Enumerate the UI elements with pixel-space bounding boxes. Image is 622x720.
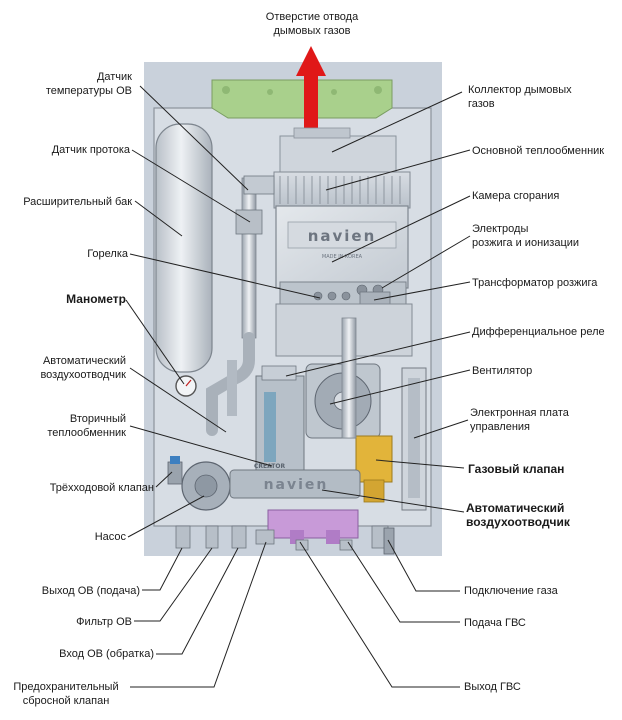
label-heating-in: Вход ОВ (обратка)	[59, 648, 154, 660]
label-differential-relay: Дифференциальное реле	[472, 326, 605, 338]
label-heating-out: Выход ОВ (подача)	[41, 585, 140, 597]
label-pump: Насос	[94, 531, 126, 543]
chamber-logo: navien	[308, 227, 377, 245]
differential-relay	[261, 365, 297, 381]
label-control-board: Электронная плата управления	[470, 407, 569, 433]
flue-arrow-shaft	[304, 74, 318, 136]
label-expansion-tank: Расширительный бак	[23, 196, 132, 208]
label-three-way-valve: Трёхходовой клапан	[49, 482, 154, 494]
pipe-logo: navien	[264, 477, 329, 493]
label-ignition-transformer: Трансформатор розжига	[472, 277, 598, 289]
label-gas-connection: Подключение газа	[464, 585, 558, 597]
mounting-bracket	[211, 79, 393, 119]
temperature-sensor	[243, 175, 275, 195]
label-flow-sensor: Датчик протока	[51, 144, 130, 156]
three-way-valve	[167, 461, 183, 485]
label-flue-outlet: Отверстие отвода дымовых газов	[265, 11, 359, 37]
label-combustion-chamber: Камера сгорания	[472, 190, 560, 202]
flue-arrow-head	[296, 46, 326, 76]
label-flue-collector: Коллектор дымовых газов	[468, 84, 572, 110]
gas-valve	[355, 435, 393, 483]
label-auto-air-vent-right: Автоматический воздухоотводчик	[466, 501, 570, 529]
label-dhw-out: Выход ГВС	[464, 681, 521, 693]
label-burner: Горелка	[87, 248, 128, 260]
expansion-tank	[155, 123, 213, 373]
leader-lines	[125, 85, 471, 688]
label-electrodes: Электроды розжига и ионизации	[472, 223, 580, 249]
creator-logo: CREATOR	[254, 463, 285, 470]
dhw-manifold	[267, 509, 359, 539]
label-manometer: Манометр	[66, 292, 126, 306]
secondary-heat-exchanger	[255, 375, 305, 475]
label-secondary-heat-exchanger: Вторичный теплообменник	[47, 413, 126, 439]
label-gas-valve: Газовый клапан	[468, 462, 565, 476]
label-main-heat-exchanger: Основной теплообменник	[472, 145, 605, 157]
flue-collector	[279, 135, 397, 175]
supply-pipe	[241, 177, 257, 339]
main-heat-exchanger	[273, 171, 411, 209]
label-temperature-sensor: Датчик температуры ОВ	[45, 71, 132, 97]
flow-sensor	[235, 209, 263, 235]
label-auto-air-vent-left: Автоматический воздухоотводчик	[40, 355, 126, 381]
label-fan: Вентилятор	[472, 365, 533, 377]
label-dhw-supply: Подача ГВС	[464, 617, 526, 629]
label-heating-filter: Фильтр ОВ	[76, 616, 132, 628]
label-safety-valve: Предохранительный сбросной клапан	[13, 681, 119, 707]
